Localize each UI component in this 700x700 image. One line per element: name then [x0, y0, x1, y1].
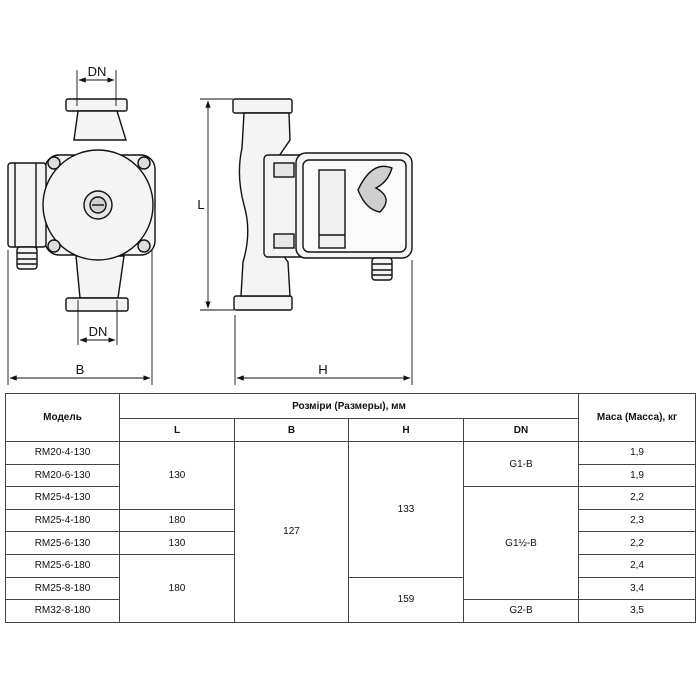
header-mass: Маса (Масса), кг: [578, 393, 697, 442]
side-bottom-flange: [233, 295, 293, 311]
mass-cell: 2,2: [578, 531, 697, 555]
specification-table: Модель Розміри (Размеры), мм Маса (Масса…: [5, 393, 697, 623]
model-cell: RM20-6-130: [5, 463, 120, 488]
pump-side-view: [232, 98, 413, 311]
dim-dn-top-label: DN: [88, 64, 107, 79]
mass-cell: 2,3: [578, 508, 697, 533]
dim-dn-bottom-label: DN: [89, 324, 108, 339]
l-cell: 130: [119, 441, 235, 510]
table-row: RM25-4-130 G1½-B 2,2: [5, 486, 697, 601]
terminal-box: [7, 162, 47, 248]
mass-cell: 1,9: [578, 441, 697, 465]
table-row: RM25-6-130 130 2,2: [5, 531, 697, 555]
b-cell: 127: [234, 441, 349, 623]
h-cell: 159: [348, 576, 464, 623]
mass-cell: 1,9: [578, 463, 697, 488]
bottom-flange: [65, 297, 129, 312]
pump-technical-drawing: DN DN B L H: [7, 64, 413, 385]
mass-cell: 3,4: [578, 576, 697, 601]
model-cell: RM25-4-130: [5, 486, 120, 510]
nameplate: [318, 169, 346, 249]
top-flange: [65, 98, 128, 112]
model-cell: RM25-4-180: [5, 508, 120, 533]
header-dn: DN: [462, 418, 580, 442]
mass-cell: 2,4: [578, 553, 697, 578]
dim-l-label: L: [197, 197, 204, 212]
model-cell: RM20-4-130: [5, 441, 120, 465]
model-cell: RM25-6-130: [5, 531, 120, 555]
screw: [137, 156, 151, 170]
model-cell: RM32-8-180: [5, 599, 120, 623]
pump-front-view: [7, 98, 156, 312]
dim-b-label: B: [76, 362, 85, 377]
side-cable-gland: [371, 257, 393, 281]
mass-cell: 2,2: [578, 486, 697, 510]
table-row: RM20-6-130 1,9: [5, 463, 697, 488]
header-b: B: [234, 418, 349, 442]
l-cell: 180: [119, 508, 235, 533]
header-dimensions: Розміри (Размеры), мм: [118, 393, 580, 419]
header-h: H: [348, 418, 464, 442]
table-row: RM32-8-180 G2-B 3,5: [5, 599, 697, 623]
header-l: L: [119, 418, 235, 442]
screw: [47, 156, 61, 170]
cable-gland: [16, 246, 38, 270]
table-row: RM20-4-130 130 127 133 G1-B 1,9: [5, 440, 697, 623]
dim-h-label: H: [318, 362, 327, 377]
h-cell: 133: [348, 441, 464, 578]
logo-icon: [357, 165, 393, 213]
model-cell: RM25-8-180: [5, 576, 120, 601]
screw: [137, 239, 151, 253]
table-row: RM25-6-180 180 2,4: [5, 553, 697, 623]
side-top-flange: [232, 98, 293, 114]
top-neck: [73, 110, 127, 141]
l-cell: 180: [119, 553, 235, 623]
l-cell: 130: [119, 531, 235, 555]
bottom-neck: [75, 255, 125, 299]
dn-cell: G1-B: [462, 440, 580, 488]
table-row: RM25-8-180 159 3,4: [5, 576, 697, 623]
dimension-lines: [7, 70, 413, 385]
screw: [47, 239, 61, 253]
table-row: RM25-4-180 180 2,3: [5, 508, 697, 533]
header-model: Модель: [5, 393, 120, 442]
dn-cell: G1½-B: [462, 486, 580, 601]
model-cell: RM25-6-180: [5, 553, 120, 578]
mass-cell: 3,5: [578, 599, 697, 623]
dn-cell: G2-B: [462, 599, 580, 623]
